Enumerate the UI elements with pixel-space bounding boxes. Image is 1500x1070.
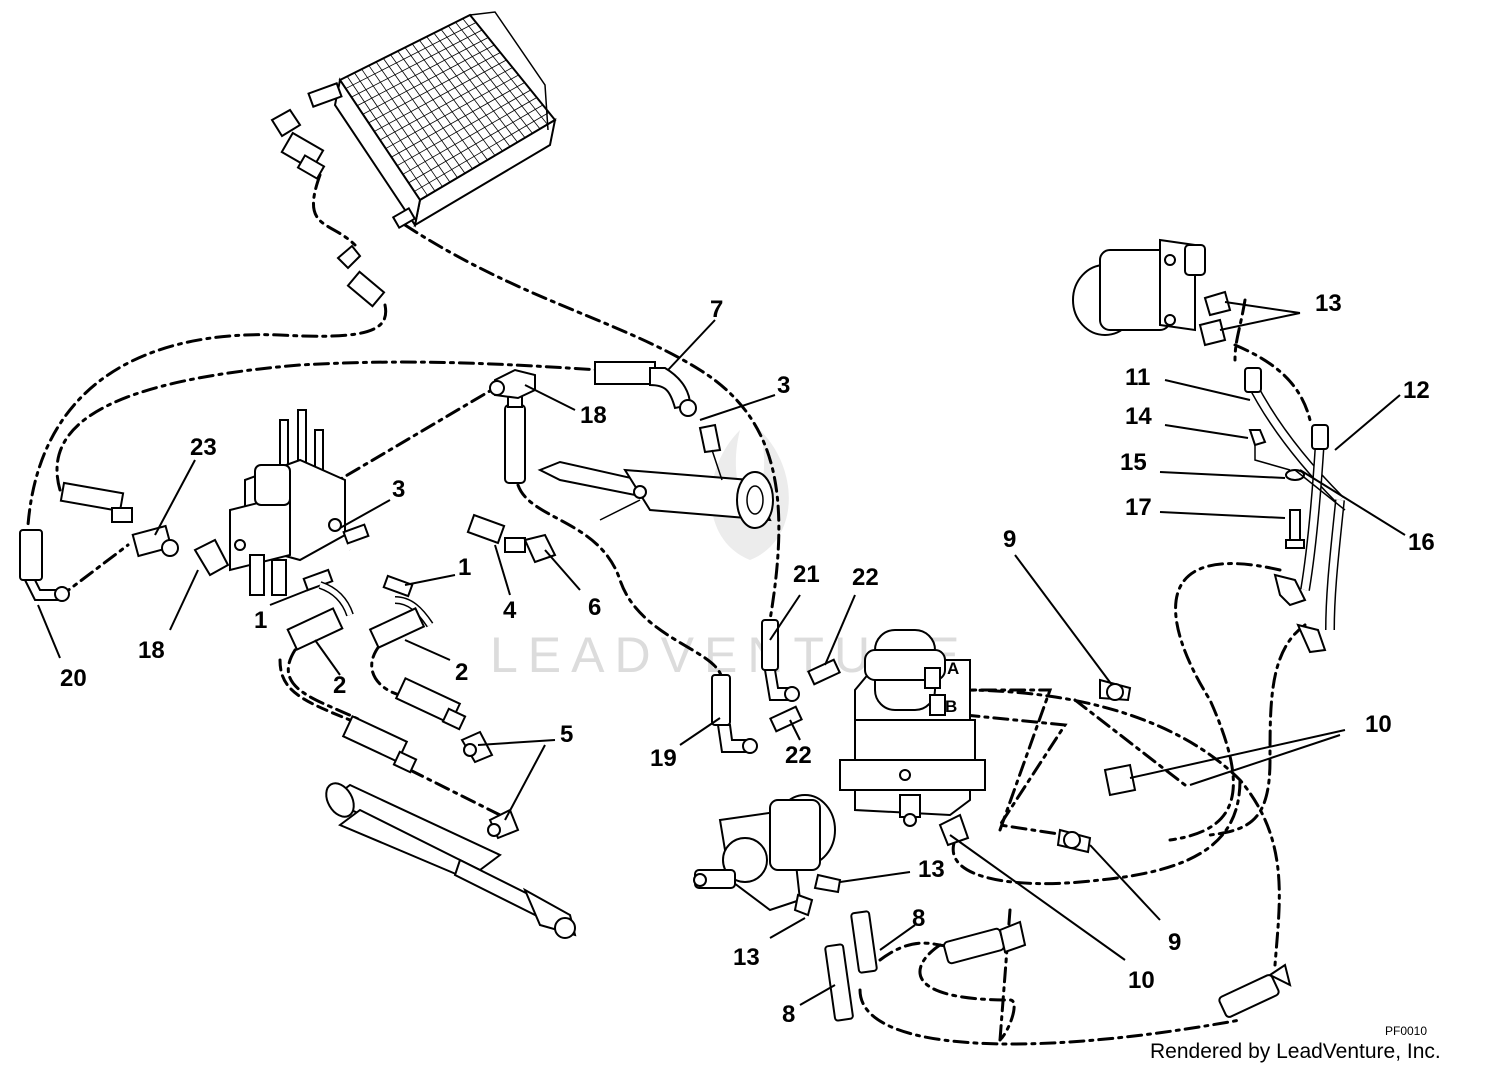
port-b-label: B [945, 697, 957, 716]
callout-5: 5 [560, 721, 573, 748]
callout-2-right: 2 [455, 659, 468, 686]
callout-9-upper: 9 [1003, 526, 1016, 553]
valve-fittings [19, 481, 414, 602]
lift-cylinder-upper [504, 384, 774, 529]
figure-code: PF0010 [1385, 1024, 1427, 1038]
callout-11: 11 [1125, 364, 1150, 391]
credit-text: Rendered by LeadVenture, Inc. [1150, 1040, 1441, 1063]
callout-17: 17 [1125, 494, 1152, 521]
fitting-5 [460, 730, 520, 840]
callout-23: 23 [190, 434, 217, 461]
callout-1-left: 1 [254, 607, 267, 634]
callout-13-motor: 13 [733, 944, 760, 971]
callout-19: 19 [650, 745, 677, 772]
oil-cooler [333, 11, 557, 228]
callout-15: 15 [1120, 449, 1147, 476]
leader-lines [37, 301, 1406, 1006]
callout-8-lower: 8 [782, 1001, 795, 1028]
callout-14: 14 [1125, 403, 1152, 430]
callout-10-lower: 10 [1128, 967, 1155, 994]
pump-fittings [711, 619, 1137, 854]
valve-tubes [286, 513, 557, 774]
control-valve [229, 409, 346, 596]
cooler-fittings [270, 82, 417, 308]
hose-7 [489, 361, 697, 417]
callout-18-upper: 18 [580, 402, 607, 429]
callout-18-lower: 18 [138, 637, 165, 664]
callout-22-lower: 22 [785, 742, 812, 769]
callout-7: 7 [710, 296, 723, 323]
callout-16: 16 [1408, 529, 1435, 556]
port-a-label: A [947, 659, 959, 678]
callout-20: 20 [60, 665, 87, 692]
wheel-motor-right [1072, 238, 1206, 336]
callout-3-valve: 3 [392, 476, 405, 503]
callout-8-upper: 8 [912, 905, 925, 932]
callout-21: 21 [793, 561, 820, 588]
callout-10-right: 10 [1365, 711, 1392, 738]
hoses-8 [824, 910, 1292, 1022]
callout-9-lower: 9 [1168, 929, 1181, 956]
callout-13-pump: 13 [918, 856, 945, 883]
callout-6: 6 [588, 594, 601, 621]
hydraulic-pump: A B [839, 629, 986, 827]
callout-12: 12 [1403, 377, 1430, 404]
callout-4: 4 [503, 597, 517, 624]
callout-3-upper: 3 [777, 372, 790, 399]
callout-2-left: 2 [333, 672, 346, 699]
callout-1-right: 1 [458, 554, 471, 581]
callout-22-upper: 22 [852, 564, 879, 591]
callout-labels: 7 18 3 3 23 1 1 4 6 18 20 2 2 5 19 21 22… [60, 290, 1435, 1028]
lift-cylinder-lower [325, 782, 577, 939]
callout-13-right: 13 [1315, 290, 1342, 317]
wheel-motor-left [693, 794, 842, 917]
right-motor-hoses [1198, 290, 1346, 654]
